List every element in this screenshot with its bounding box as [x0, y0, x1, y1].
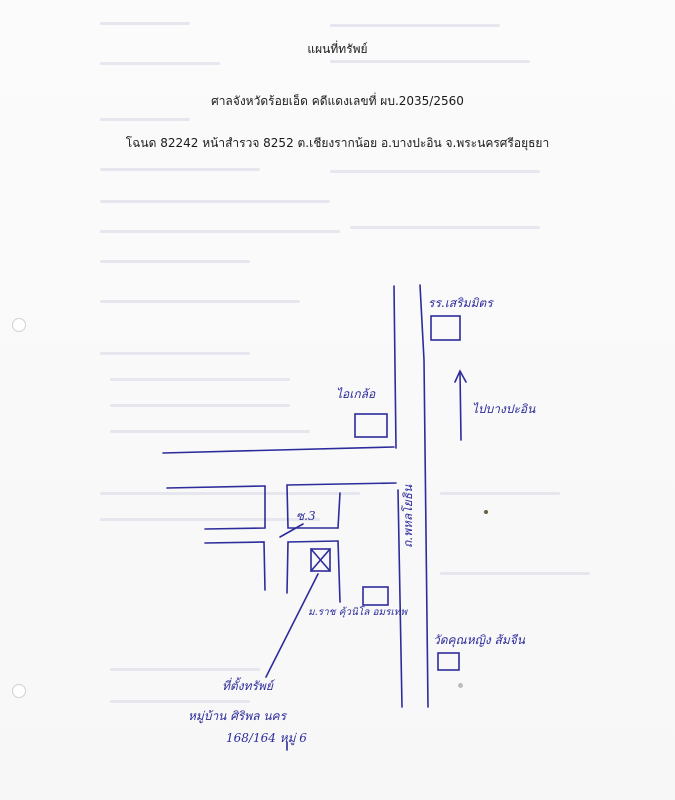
project-name-label: หมู่บ้าน ศิริพล นคร: [188, 709, 288, 724]
ink-speck: [458, 683, 463, 688]
landmark-box-mid: [362, 586, 389, 606]
landmark-label-temple: วัดคุณหญิง ส้มจีน: [433, 633, 526, 648]
document-title: แผนที่ทรัพย์: [307, 42, 368, 56]
main-road-left-edge: [397, 489, 403, 708]
property-box: [310, 548, 331, 572]
main-road-left-edge: [393, 285, 397, 449]
court-case-line: ศาลจังหวัดร้อยเอ็ด คดีแดงเลขที่ ผบ.2035/…: [211, 94, 464, 108]
property-marker: [310, 548, 331, 572]
title-deed-line: โฉนด 82242 หน้าสำรวจ 8252 ต.เชียงรากน้อย…: [125, 136, 550, 150]
landmark-label-school: รร.เสริมมิตร: [428, 296, 494, 310]
soi-right-block: [286, 484, 339, 529]
soi-label-pointer: [279, 523, 304, 538]
landmark-box-top-left: [354, 413, 388, 438]
property-label: ที่ตั้งทรัพย์: [222, 677, 276, 693]
direction-arrow-head: [454, 369, 467, 383]
road-label: ถ.พหลโยธิน: [401, 484, 415, 548]
soi-right-block: [286, 540, 339, 594]
direction-label: ไปบางปะอิน: [472, 402, 536, 416]
soi-left-block: [204, 485, 266, 530]
soi-3-road: [337, 492, 341, 529]
property-pointer: [265, 573, 319, 678]
landmark-label-top-left: ไอเกล้อ: [336, 387, 376, 401]
cross-road-top-edge: [162, 446, 395, 454]
direction-arrow: [459, 371, 462, 441]
landmark-box-school: [430, 315, 461, 341]
cross-road-bottom-edge: [166, 485, 266, 489]
cross-road-bottom-edge: [286, 482, 397, 486]
punch-hole: [12, 684, 26, 698]
soi-left-block: [204, 541, 266, 591]
soi-3-road: [337, 540, 341, 603]
soi-label: ซ.3: [296, 509, 316, 523]
punch-hole: [12, 318, 26, 332]
main-road-right-edge: [419, 284, 429, 708]
ink-speck: [484, 510, 488, 514]
landmark-box-temple: [437, 652, 460, 671]
address-label: 168/164 หมู่ 6: [226, 731, 307, 746]
landmark-label-mid: ม.ราช คุ้วนิโล อมรเทพ: [308, 606, 409, 618]
